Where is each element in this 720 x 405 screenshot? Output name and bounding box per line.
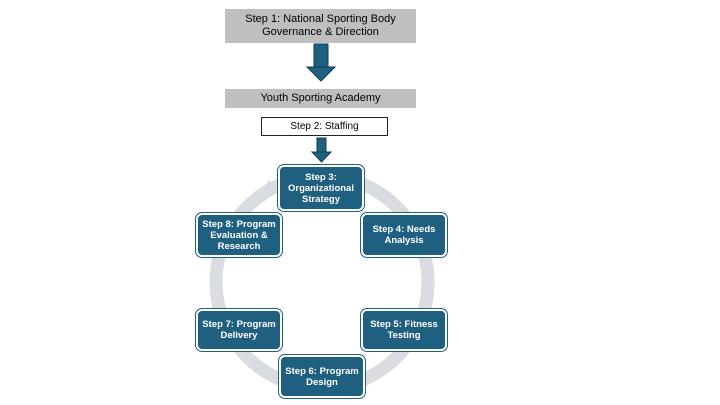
step4-line: Step 4: Needs [372, 224, 436, 235]
step5-line: Testing [387, 330, 421, 341]
step4-node: Step 4: Needs Analysis [361, 213, 447, 257]
step5-node: Step 5: Fitness Testing [361, 309, 447, 351]
step3-line: Organizational [288, 182, 354, 194]
step8-node: Step 8: Program Evaluation & Research [196, 213, 282, 257]
down-arrow-small [310, 137, 333, 163]
step3-line: Step 3: [305, 171, 337, 183]
step3-node: Step 3: Organizational Strategy [278, 165, 364, 211]
step5-line: Step 5: Fitness [370, 319, 438, 330]
academy-box: Youth Sporting Academy [225, 89, 416, 108]
step8-line: Step 8: Program [202, 218, 276, 230]
step7-line: Step 7: Program [202, 319, 276, 330]
step4-line: Analysis [384, 235, 424, 246]
step8-line: Research [217, 240, 261, 252]
step6-node: Step 6: Program Design [279, 355, 365, 398]
step8-line: Evaluation & [210, 229, 268, 241]
step6-line: Design [306, 376, 338, 388]
cycle-arrowhead [264, 180, 282, 196]
step6-line: Step 6: Program [285, 365, 359, 377]
step7-node: Step 7: Program Delivery [196, 309, 282, 351]
step7-line: Delivery [220, 330, 258, 341]
step2-box: Step 2: Staffing [261, 117, 388, 136]
down-arrow-large [305, 43, 337, 82]
step1-box: Step 1: National Sporting Body Governanc… [225, 9, 416, 43]
step1-line2: Governance & Direction [262, 26, 379, 38]
step1-line1: Step 1: National Sporting Body [245, 13, 396, 25]
step3-line: Strategy [301, 193, 340, 205]
